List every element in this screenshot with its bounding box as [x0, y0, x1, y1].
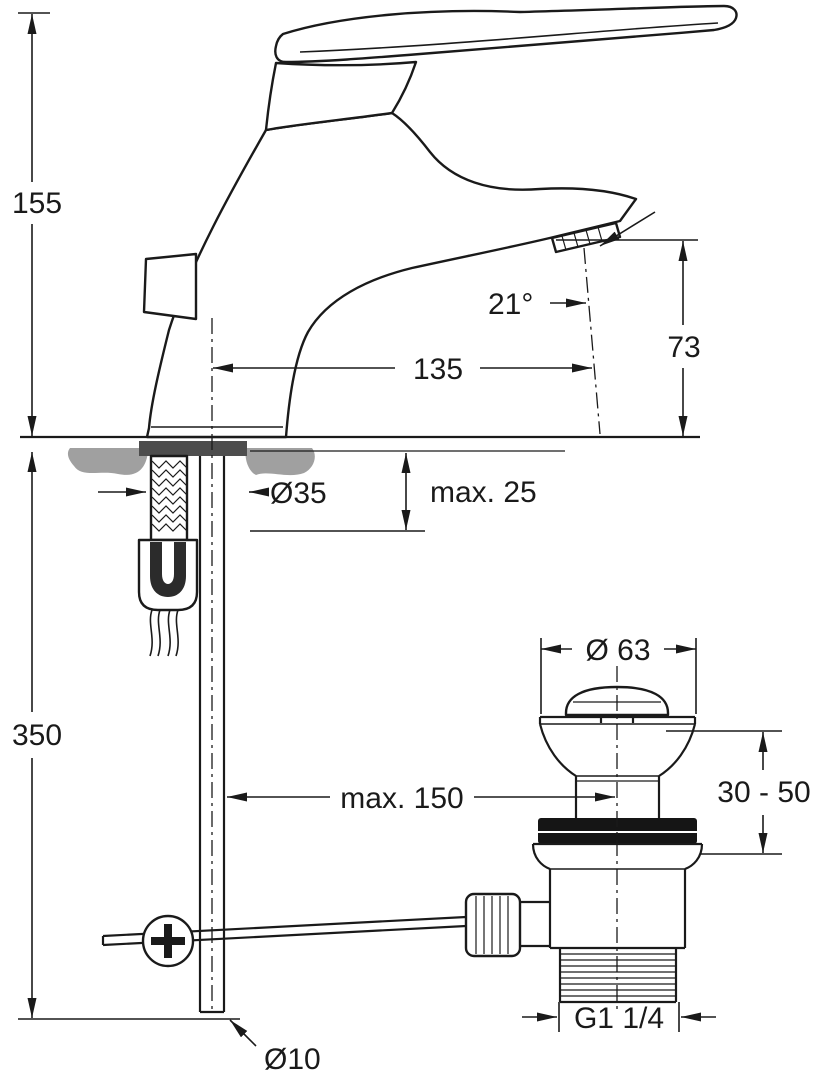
dim-depth-below-deck: 350 — [12, 719, 62, 752]
dim-waste-adjust: 30 - 50 — [717, 776, 810, 809]
counter-cross-section — [67, 441, 315, 476]
supply-hoses — [149, 609, 179, 657]
dim-spout-height: 73 — [667, 331, 700, 364]
lever-handle — [274, 4, 738, 64]
mounting-bracket — [137, 538, 199, 612]
popup-waste-assembly — [464, 685, 704, 1004]
water-stream-centerline — [583, 247, 601, 435]
dim-rod-diameter: Ø10 — [264, 1043, 321, 1076]
pivot-screw-knob — [141, 914, 195, 968]
dim-rod-distance: max. 150 — [340, 782, 463, 815]
aerator — [550, 221, 622, 254]
dim-height-above-deck: 155 — [12, 187, 62, 220]
dimensions: 155 350 135 73 21° Ø35 max. 25 Ø 63 — [12, 12, 811, 1076]
faucet-body — [142, 4, 738, 439]
dim-waste-thread: G1 1/4 — [574, 1002, 664, 1035]
body-outline — [145, 111, 638, 439]
dim-deck-thickness: max. 25 — [430, 476, 537, 509]
dim-spout-angle: 21° — [488, 288, 533, 321]
dim-mounting-hole: Ø35 — [270, 477, 327, 510]
dim-waste-flange: Ø 63 — [585, 634, 650, 667]
mounting-shank — [149, 454, 189, 542]
dim-spout-reach: 135 — [413, 353, 463, 386]
cartridge-cap — [264, 60, 418, 132]
knurled-nut — [464, 892, 522, 958]
popup-rod — [198, 456, 226, 1014]
base-gasket — [139, 441, 247, 456]
side-tab — [142, 252, 198, 321]
